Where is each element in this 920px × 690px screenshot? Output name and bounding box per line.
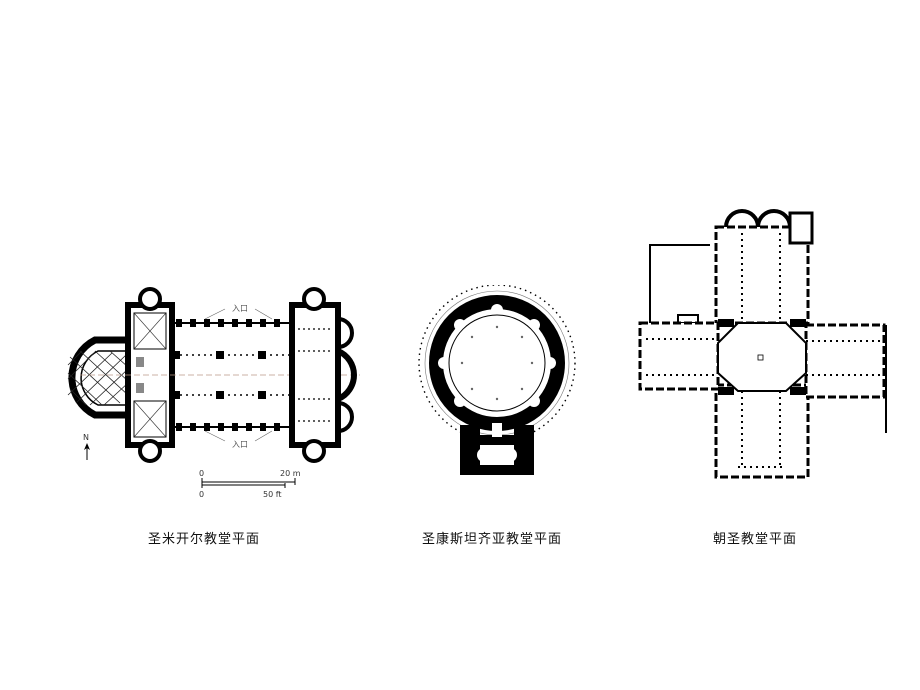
santa-costanza-floor-plan — [418, 285, 576, 475]
svg-text:20 m: 20 m — [280, 469, 301, 478]
pilgrimage-church-floor-plan — [638, 209, 887, 479]
east-transept — [289, 302, 341, 448]
svg-text:N: N — [83, 433, 89, 442]
nave — [80, 319, 360, 431]
east-arm — [804, 323, 887, 433]
svg-text:0: 0 — [199, 469, 204, 478]
caption-pilgrimage-church: 朝圣教堂平面 — [713, 532, 798, 547]
caption-st-michael: 圣米开尔教堂平面 — [148, 532, 261, 547]
entrance-label-bottom: 入口 — [232, 440, 248, 449]
central-octagon — [717, 319, 807, 395]
scale-bar-ft: 0 50 ft — [199, 483, 286, 499]
vestibule — [460, 425, 534, 475]
north-arm — [677, 209, 814, 325]
entrance-label-top: 入口 — [232, 304, 248, 313]
caption-santa-costanza: 圣康斯坦齐亚教堂平面 — [422, 532, 563, 547]
west-apse — [67, 336, 130, 419]
svg-text:0: 0 — [199, 490, 204, 499]
west-arm — [638, 321, 720, 391]
north-arrow: N — [83, 433, 90, 460]
scale-bar: 0 20 m — [199, 469, 301, 485]
svg-text:50 ft: 50 ft — [263, 490, 282, 499]
st-michael-floor-plan: 入口 入口 N 0 20 m — [67, 287, 360, 485]
south-arm — [714, 383, 810, 479]
